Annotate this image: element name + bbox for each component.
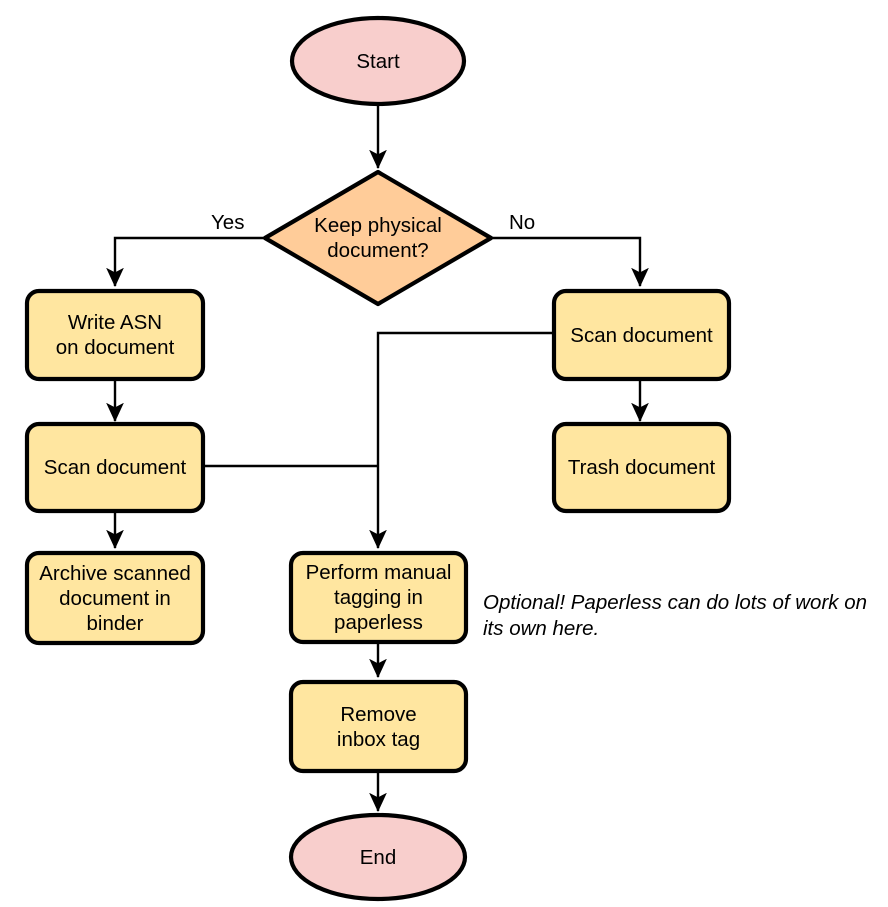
node-trash-document[interactable] — [551, 421, 732, 514]
node-write-asn[interactable] — [24, 288, 206, 382]
edge-decision-no-to-scan-right — [492, 236, 649, 287]
node-archive-in-binder[interactable] — [24, 550, 206, 646]
node-manual-tagging[interactable] — [288, 550, 469, 645]
edge-label-no: No — [509, 211, 536, 234]
node-end[interactable] — [288, 812, 468, 902]
edge-scan-right-to-manual-tagging — [369, 331, 552, 549]
node-remove-inbox-tag[interactable] — [288, 679, 469, 774]
edge-label-yes: Yes — [211, 211, 245, 234]
edge-decision-yes-to-write-asn — [106, 236, 265, 287]
node-scan-document-right[interactable] — [551, 288, 732, 382]
node-start[interactable] — [289, 15, 467, 107]
node-scan-document-left[interactable] — [24, 421, 206, 514]
node-keep-physical-document[interactable] — [262, 169, 494, 307]
optional-note: Optional! Paperless can do lots of work … — [483, 591, 868, 640]
